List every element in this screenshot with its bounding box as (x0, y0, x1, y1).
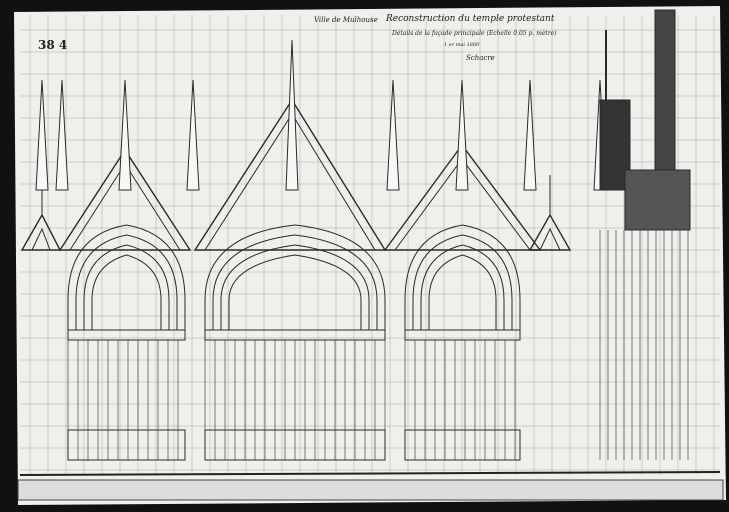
archivolt (420, 244, 505, 330)
base-strip (17, 479, 724, 501)
archivolt (91, 254, 162, 330)
pinnacle (35, 79, 49, 191)
portal-arches (20, 39, 607, 461)
archivolt (404, 224, 521, 330)
archivolt (212, 234, 378, 330)
pinnacle (386, 79, 400, 191)
cartouche-subtitle: Détails de la façade principale (Echelle… (392, 30, 557, 37)
archivolt (228, 254, 362, 330)
ground-line (19, 471, 721, 476)
pinnacle (455, 79, 469, 191)
archivolt (412, 234, 513, 330)
pinnacle (55, 79, 69, 191)
cartouche-date: 1 er mai 1860 (444, 42, 480, 48)
pinnacle (285, 39, 299, 191)
sheet-number: 38 4 (38, 38, 68, 52)
pinnacle (523, 79, 537, 191)
pinnacle (118, 79, 132, 191)
pinnacle (186, 79, 200, 191)
side-section (599, 9, 691, 460)
cartouche-city: Ville de Mulhouse (314, 16, 378, 24)
archivolt (428, 254, 497, 330)
archivolt (220, 244, 370, 330)
archivolt (83, 244, 170, 330)
archivolt (67, 224, 186, 330)
archivolt (75, 234, 178, 330)
signature: Schacre (466, 54, 495, 62)
archivolt (204, 224, 386, 330)
cartouche-title: Reconstruction du temple protestant (386, 14, 555, 24)
